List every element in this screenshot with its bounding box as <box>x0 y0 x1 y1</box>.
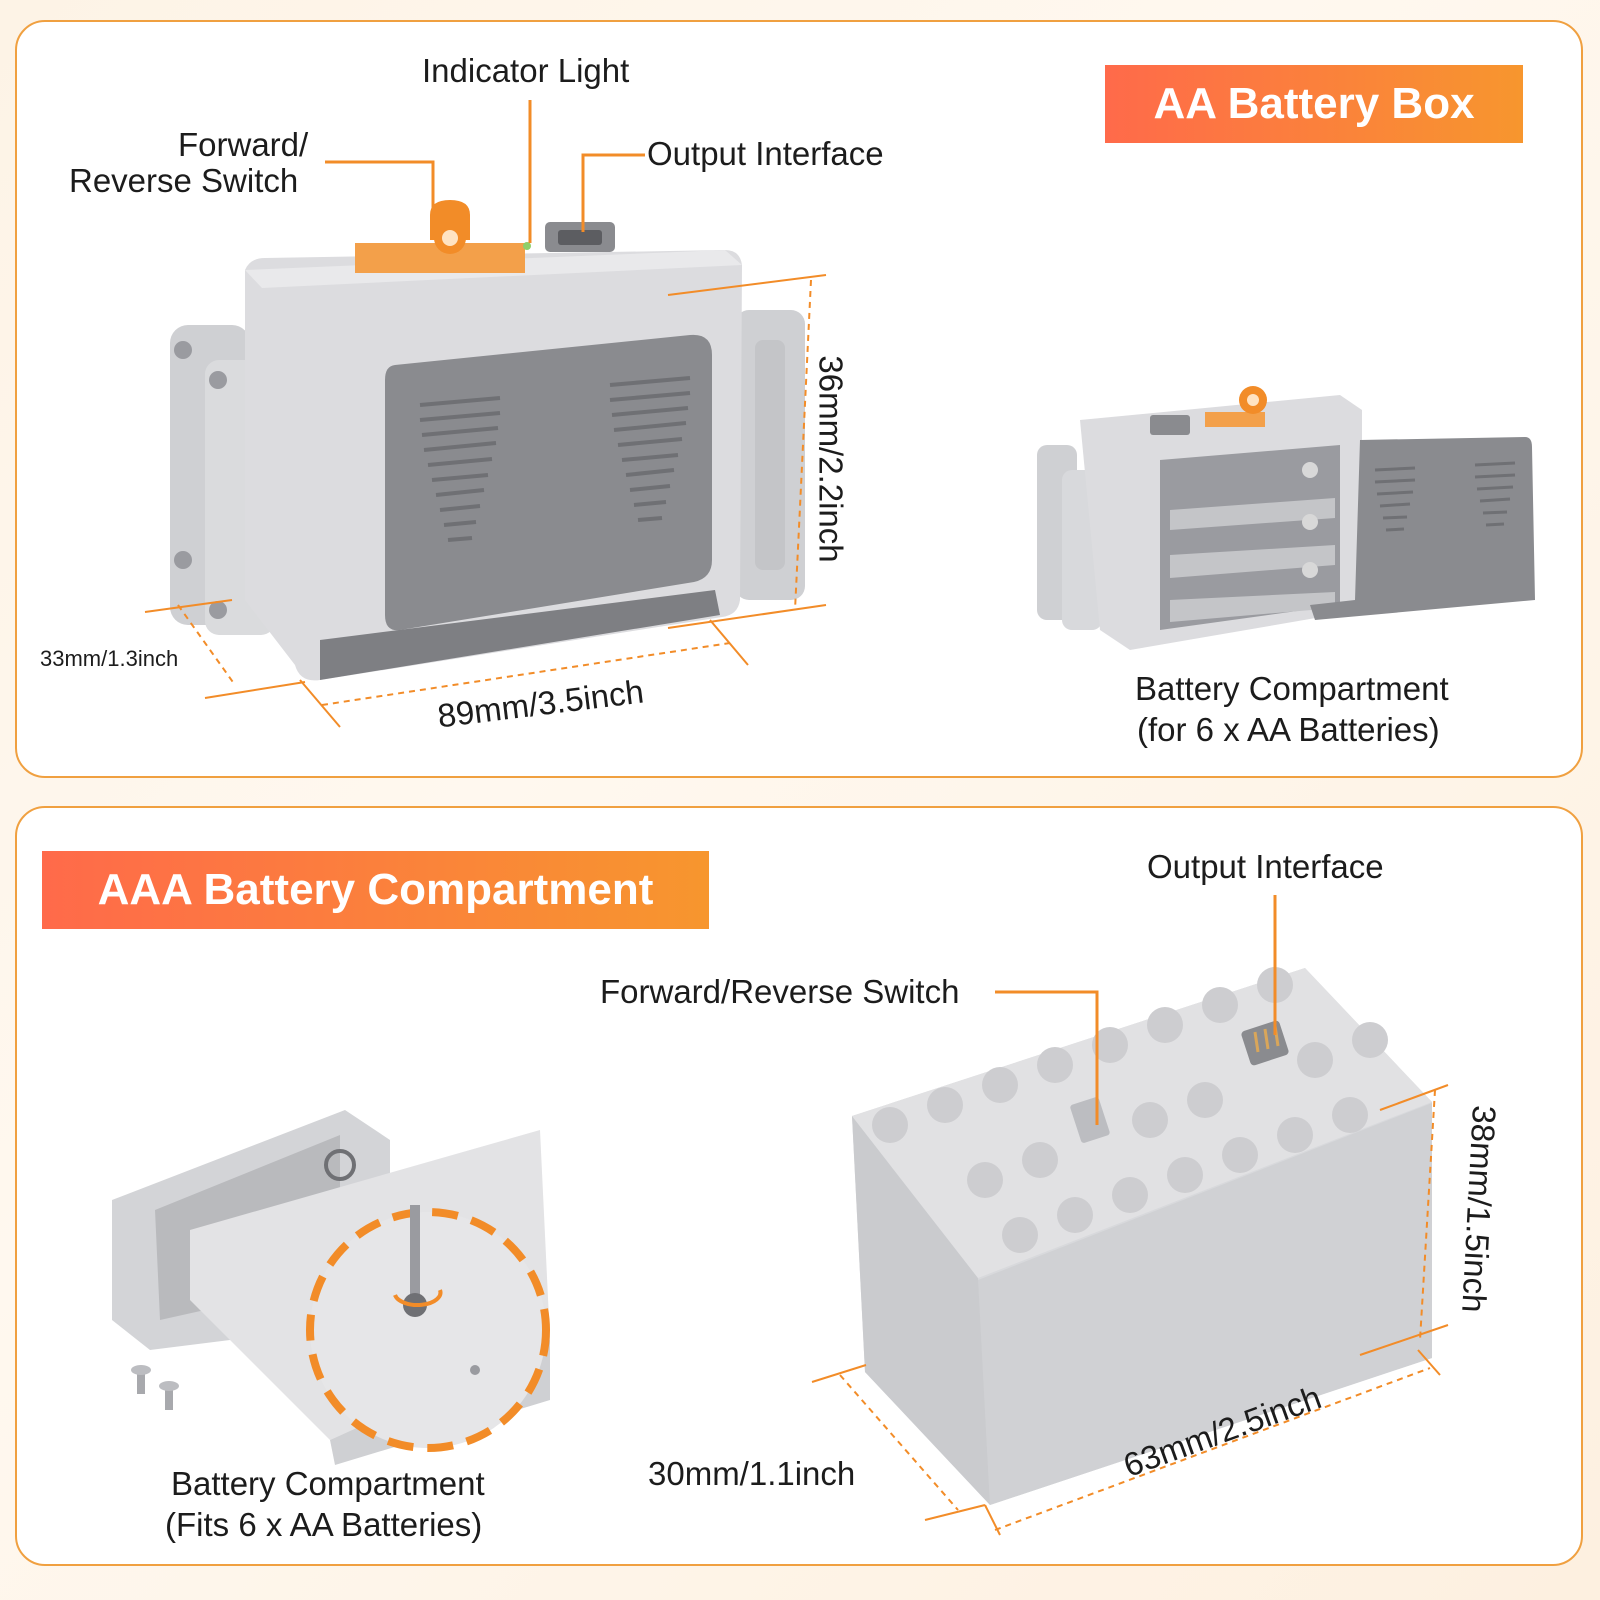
aaa-box-dimension-lines <box>811 1084 1449 1536</box>
aaa-compartment-caption-line2: (Fits 6 x AA Batteries) <box>165 1506 483 1543</box>
aa-switch-label-line2: Reverse Switch <box>69 162 299 199</box>
aaa-battery-compartment-badge-text: AAA Battery Compartment <box>97 865 654 914</box>
loose-screws <box>131 1365 179 1410</box>
aa-switch-label-line1: Forward/ <box>178 126 309 163</box>
aa-compartment-caption-line1: Battery Compartment <box>1135 670 1449 707</box>
aa-box-body <box>245 250 742 681</box>
aa-box-dimension-lines <box>144 274 827 728</box>
aa-box-top-controls <box>355 200 615 273</box>
aaa-box-top-controls <box>1070 1020 1289 1143</box>
aaa-output-interface-label: Output Interface <box>1147 848 1384 885</box>
aa-compartment-body <box>1080 395 1362 650</box>
aaa-compartment-caption-line1: Battery Compartment <box>171 1465 485 1502</box>
screw-detail-callout <box>306 1205 550 1452</box>
aa-battery-box-badge: AA Battery Box <box>1105 65 1523 143</box>
aaa-box-studs <box>872 967 1388 1253</box>
aa-box-leader-lines <box>325 100 645 243</box>
aa-output-interface-label: Output Interface <box>647 135 884 172</box>
aaa-box-body <box>852 968 1432 1505</box>
aaa-switch-label: Forward/Reverse Switch <box>600 973 960 1010</box>
indicator-light-label: Indicator Light <box>422 52 630 89</box>
aa-battery-box-badge-text: AA Battery Box <box>1153 79 1475 128</box>
aa-compartment-caption-line2: (for 6 x AA Batteries) <box>1137 711 1440 748</box>
aaa-depth-dimension-label: 30mm/1.1inch <box>648 1455 856 1492</box>
aaa-battery-compartment-badge: AAA Battery Compartment <box>42 851 709 929</box>
aa-compartment-top-controls <box>1150 386 1267 435</box>
aa-depth-dimension-label: 33mm/1.3inch <box>40 646 179 671</box>
aaa-box-leader-lines <box>995 895 1277 1125</box>
aa-box-right-endcap <box>735 310 805 600</box>
aa-compartment-lid <box>1310 437 1535 620</box>
